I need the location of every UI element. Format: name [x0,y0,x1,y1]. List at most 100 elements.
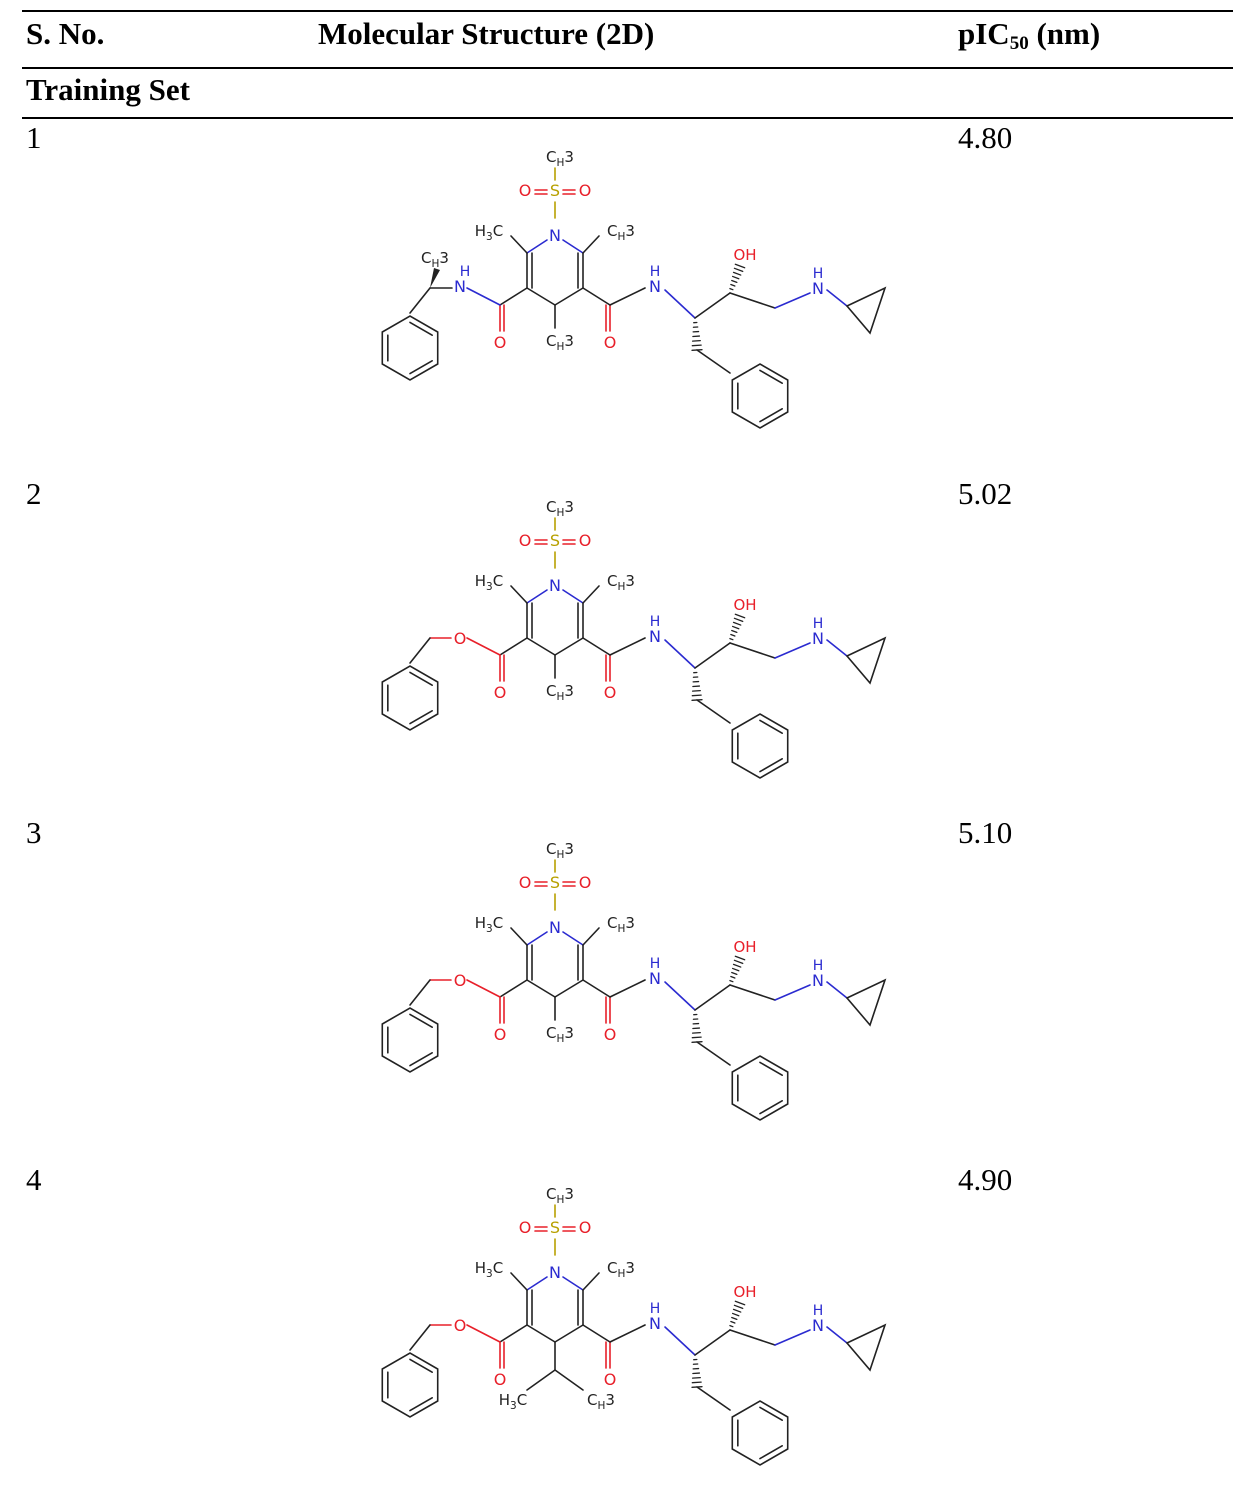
ch3-label: CH3 [546,332,574,353]
ch3-label: CH3 [607,914,635,935]
h-label: H [460,264,471,280]
benzene-ring [731,713,789,779]
n-label: N [649,969,661,988]
ch3-label: CH3 [587,1391,615,1412]
sulfur-label: S [550,873,560,892]
h3c-label: H3C [475,222,503,243]
o-label: O [604,1370,617,1389]
o-label: O [519,873,532,892]
o-label: O [579,873,592,892]
o-label: O [519,531,532,550]
oh-label: OH [733,1283,756,1301]
benzene-ring [381,1352,439,1418]
header-pic50-sub: 50 [1009,33,1029,54]
h-label: H [650,956,661,972]
oh-label: OH [733,596,756,614]
header-pic50-prefix: pIC [958,16,1010,51]
ch3-label: CH3 [421,249,449,270]
row-1-pic50: 4.80 [958,120,1013,155]
n-label: N [649,277,661,296]
h-label: H [813,1303,824,1319]
benzene-ring [381,315,439,381]
row-4-sno: 4 [26,1162,42,1197]
n-label: N [812,971,824,990]
top-rule [22,10,1233,12]
n-label: N [649,627,661,646]
section-training-set: Training Set [26,72,190,107]
h-label: H [813,958,824,974]
header-rule [22,67,1233,69]
h3c-label: H3C [475,914,503,935]
o-label: O [604,1025,617,1044]
o-label: O [604,683,617,702]
n-label: N [549,1263,561,1282]
o-label: O [454,629,467,648]
cyclopropyl-ring [845,636,887,685]
o-label: O [494,333,507,352]
o-label: O [494,683,507,702]
ch3-label: CH3 [607,572,635,593]
oh-label: OH [733,938,756,956]
section-rule [22,117,1233,119]
ch3-label: CH3 [607,1259,635,1280]
sulfur-label: S [550,531,560,550]
o-label: O [454,1316,467,1335]
row-1-sno: 1 [26,120,42,155]
n-label: N [812,629,824,648]
header-pic50: pIC50 (nm) [958,16,1100,57]
h-label: H [813,616,824,632]
o-label: O [494,1025,507,1044]
ch3-label: CH3 [607,222,635,243]
h3c-label: H3C [475,572,503,593]
ch3-label: CH3 [546,1185,574,1206]
benzene-ring [731,1055,789,1121]
cyclopropyl-ring [845,286,887,335]
n-label: N [649,1314,661,1333]
o-label: O [519,181,532,200]
n-label: N [549,226,561,245]
benzene-ring [731,363,789,429]
h3c-label: H3C [499,1391,527,1412]
o-label: O [579,181,592,200]
row-2-sno: 2 [26,476,42,511]
benzene-ring [381,1007,439,1073]
o-label: O [519,1218,532,1237]
n-label: N [549,576,561,595]
header-structure: Molecular Structure (2D) [318,16,655,51]
cyclopropyl-ring [845,1323,887,1372]
ch3-label: CH3 [546,1024,574,1045]
row-4-pic50: 4.90 [958,1162,1013,1197]
h-label: H [650,614,661,630]
ch3-label: CH3 [546,840,574,861]
ch3-label: CH3 [546,682,574,703]
o-label: O [579,1218,592,1237]
n-label: N [812,1316,824,1335]
benzene-ring [381,665,439,731]
sulfur-label: S [550,181,560,200]
o-label: O [494,1370,507,1389]
oh-label: OH [733,246,756,264]
h-label: H [813,266,824,282]
row-3-sno: 3 [26,815,42,850]
ch3-label: CH3 [546,498,574,519]
header-sno: S. No. [26,16,105,51]
row-2-pic50: 5.02 [958,476,1013,511]
ch3-label: CH3 [546,148,574,169]
o-label: O [604,333,617,352]
o-label: O [579,531,592,550]
n-label: N [549,918,561,937]
n-label: N [812,279,824,298]
h-label: H [650,264,661,280]
h-label: H [650,1301,661,1317]
benzene-ring [731,1400,789,1466]
header-pic50-suffix: (nm) [1028,16,1101,51]
n-label: N [454,277,466,296]
